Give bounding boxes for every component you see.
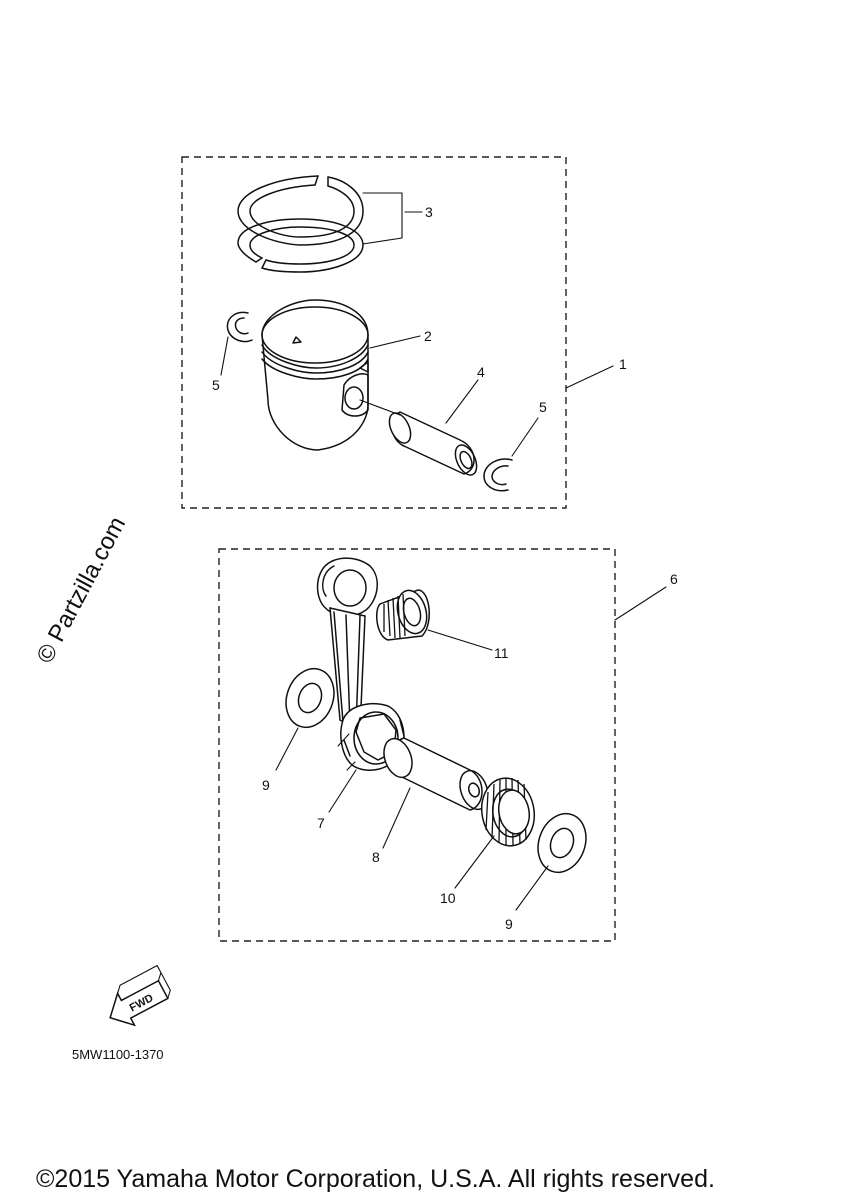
callout-11: 11 xyxy=(494,645,509,661)
circlip-right[interactable] xyxy=(483,458,513,492)
callout-5-left: 5 xyxy=(212,377,220,393)
piston-rings[interactable] xyxy=(237,175,403,273)
thrust-washer-left[interactable] xyxy=(278,662,342,734)
piston[interactable] xyxy=(261,299,369,451)
crank-pin[interactable] xyxy=(379,735,493,813)
callout-4: 4 xyxy=(477,364,485,380)
partzilla-watermark: © Partzilla.com xyxy=(31,512,131,667)
con-rod-kit-boundary xyxy=(218,548,616,942)
thrust-washer-right[interactable] xyxy=(530,807,594,879)
callout-1: 1 xyxy=(619,356,627,372)
callout-3: 3 xyxy=(425,204,433,220)
circlip-left[interactable] xyxy=(226,311,253,343)
callout-10: 10 xyxy=(440,890,456,906)
callout-5-right: 5 xyxy=(539,399,547,415)
piston-pin[interactable] xyxy=(359,399,481,478)
piston-kit-boundary xyxy=(181,156,567,509)
forward-direction-arrow: FWD xyxy=(109,964,171,1027)
callout-9-left: 9 xyxy=(262,777,270,793)
callout-2: 2 xyxy=(424,328,432,344)
connecting-rod[interactable] xyxy=(316,557,405,771)
leader-1 xyxy=(565,365,614,389)
big-end-bearing[interactable] xyxy=(476,774,539,850)
callout-8: 8 xyxy=(372,849,380,865)
small-end-bearing[interactable] xyxy=(375,587,431,641)
diagram-code: 5MW1100-1370 xyxy=(72,1047,164,1062)
con-rod-kit-group xyxy=(218,548,616,942)
leader-6 xyxy=(614,586,667,621)
piston-kit-group xyxy=(181,156,567,509)
callout-7: 7 xyxy=(317,815,325,831)
callout-9-right: 9 xyxy=(505,916,513,932)
callout-6: 6 xyxy=(670,571,678,587)
copyright-notice: ©2015 Yamaha Motor Corporation, U.S.A. A… xyxy=(36,1165,715,1193)
